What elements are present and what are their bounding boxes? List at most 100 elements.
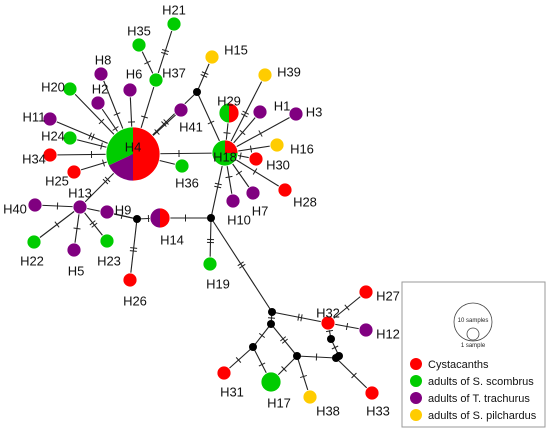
haplotype-H32 [320,315,336,331]
mutation-tick [102,159,105,167]
mutation-tick [144,60,151,65]
pie-slice-cystacanths [123,273,137,287]
haplotype-H8 [93,66,109,82]
pie-slice-cystacanths [43,148,57,162]
pie-slice-trachurus [289,107,303,121]
edge-H18-H39 [224,74,266,154]
haplotype-H9 [99,204,115,220]
haplotype-outline [166,16,182,32]
pie-slice-scombrus [132,38,146,52]
haplotype-outline [358,284,374,300]
haplotype-H33 [364,385,380,401]
mutation-tick [345,322,349,331]
scale-circle-small [466,327,480,341]
mutation-tick [240,113,248,118]
pie-slice-cystacanths [321,316,335,330]
haplotype-outline [248,151,264,167]
haplotype-label-H3: H3 [306,104,323,119]
mutation-tick [267,317,276,319]
mutation-tick [120,211,124,220]
haplotype-label-H11: H11 [23,109,46,124]
mutation-tick [112,126,119,131]
haplotype-H18 [211,139,239,167]
pie-slice-scombrus [63,82,77,96]
haplotype-label-H9: H9 [115,202,132,217]
haplotype-outline [225,193,241,209]
haplotype-H15 [204,49,220,65]
haplotype-H27 [358,284,374,300]
haplotype-label-H19: H19 [206,276,230,291]
haplotype-outline [252,104,268,120]
pie-slice-scombrus [100,234,114,248]
haplotype-H14 [149,207,171,229]
haplotype-outline [42,147,58,163]
haplotype-H3 [288,106,304,122]
mutation-tick [89,220,96,226]
median-vector-mv5 [267,320,275,328]
haplotype-H20 [62,81,78,97]
haplotype-outline [277,182,293,198]
mutation-tick [297,313,300,321]
mutation-tick [98,118,105,125]
pie-slice-trachurus [246,186,260,200]
haplotype-label-H23: H23 [97,253,121,268]
mutation-tick [300,314,303,322]
legend-label-cystacanths: Cystacanths [428,359,489,371]
pie-slice-trachurus [253,105,267,119]
mutation-tick [91,133,95,141]
haplotype-label-H35: H35 [127,23,151,38]
haplotype-label-H28: H28 [293,194,317,209]
pie-slice-trachurus [108,154,133,181]
pie-slice-scombrus [203,257,217,271]
haplotype-outline [131,37,147,53]
haplotype-H36 [174,158,190,174]
haplotype-H19 [202,256,218,272]
haplotype-H22 [26,234,42,250]
pie-slice-scombrus [219,103,229,123]
median-vector-mv7 [293,352,301,360]
haplotype-H30 [248,151,264,167]
mutation-tick [223,132,231,134]
network-nodes [26,16,380,405]
edge-mv5-mv7 [270,323,298,357]
legend-label-trachurus: adults of T. trachurus [428,393,530,405]
haplotype-outline [320,315,336,331]
haplotype-label-H2: H2 [92,81,109,96]
haplotype-H11 [42,111,58,127]
haplotype-outline [245,185,261,201]
haplotype-label-H15: H15 [224,42,248,57]
haplotype-label-H4: H4 [125,139,142,154]
pie-slice-scombrus [167,17,181,31]
haplotype-label-H39: H39 [277,64,301,79]
median-vector-mv1 [193,88,201,96]
haplotype-label-H7: H7 [252,203,269,218]
haplotype-outline [358,322,374,338]
haplotype-label-H21: H21 [162,2,186,17]
median-vector-mv4 [268,308,276,316]
pie-slice-trachurus [150,208,160,228]
mutation-tick [280,336,287,342]
mutation-tick [161,51,169,55]
mutation-tick [242,110,250,115]
scale-circle-large [453,302,493,342]
network-labels: H4H18H29H14H17H21H35H37H15H39H8H2H6H20H4… [3,2,400,418]
haplotype-outline [149,207,171,229]
legend-swatch-trachurus [410,392,422,404]
pie-slice-pilchardus [258,68,272,82]
haplotype-label-H32: H32 [316,305,340,320]
pie-slice-cystacanths [229,103,239,123]
haplotype-H39 [257,67,273,83]
mutation-tick [258,130,263,137]
haplotype-outline [269,137,285,153]
mutation-tick [239,129,246,136]
haplotype-outline [218,102,240,124]
haplotype-outline [27,197,43,213]
haplotype-label-H41: H41 [179,119,203,134]
haplotype-H5 [66,242,82,258]
pie-slice-pilchardus [205,50,219,64]
pie-slice-trachurus [100,205,114,219]
scale-label-small: 1 sample [461,343,486,349]
mutation-tick [258,332,266,339]
edge-mv3-mv4 [210,217,273,313]
